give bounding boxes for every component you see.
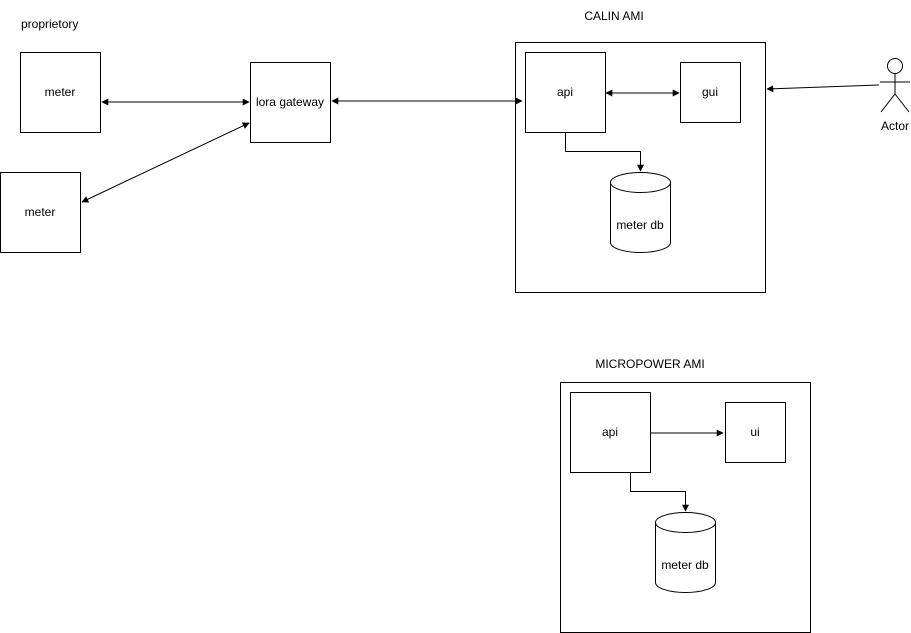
- calin-api-label: api: [557, 85, 573, 99]
- meter-bottom-node[interactable]: meter: [0, 172, 81, 253]
- lora-gateway-label: lora gateway: [256, 95, 324, 109]
- micropower-meter-db-node[interactable]: meter db: [655, 512, 716, 593]
- micropower-ui-label: ui: [750, 425, 759, 439]
- calin-api-node[interactable]: api: [525, 52, 606, 133]
- proprietary-label: proprietory: [21, 17, 78, 31]
- micropower-meter-db-label: meter db: [661, 558, 709, 572]
- calin-gui-label: gui: [702, 85, 718, 99]
- edge-micropower-api-db[interactable]: [630, 473, 689, 512]
- calin-meter-db-label: meter db: [616, 218, 664, 232]
- meter-top-label: meter: [45, 85, 76, 99]
- edge-actor-calin-ami[interactable]: [766, 84, 880, 93]
- micropower-api-label: api: [602, 425, 618, 439]
- micropower-api-node[interactable]: api: [570, 392, 651, 473]
- calin-ami-title: CALIN AMI: [584, 9, 643, 23]
- lora-gateway-node[interactable]: lora gateway: [250, 62, 331, 143]
- actor-icon: [880, 58, 910, 113]
- micropower-ami-title: MICROPOWER AMI: [595, 357, 704, 371]
- meter-bottom-label: meter: [25, 205, 56, 219]
- actor-label: Actor: [881, 119, 909, 133]
- micropower-ui-node[interactable]: ui: [725, 402, 786, 463]
- edge-calin-api-db[interactable]: [565, 133, 644, 172]
- calin-gui-node[interactable]: gui: [680, 62, 741, 123]
- calin-meter-db-node[interactable]: meter db: [610, 172, 671, 253]
- actor-node[interactable]: Actor: [880, 58, 910, 134]
- meter-top-node[interactable]: meter: [20, 52, 101, 133]
- edge-meter-bottom-lora[interactable]: [81, 122, 250, 203]
